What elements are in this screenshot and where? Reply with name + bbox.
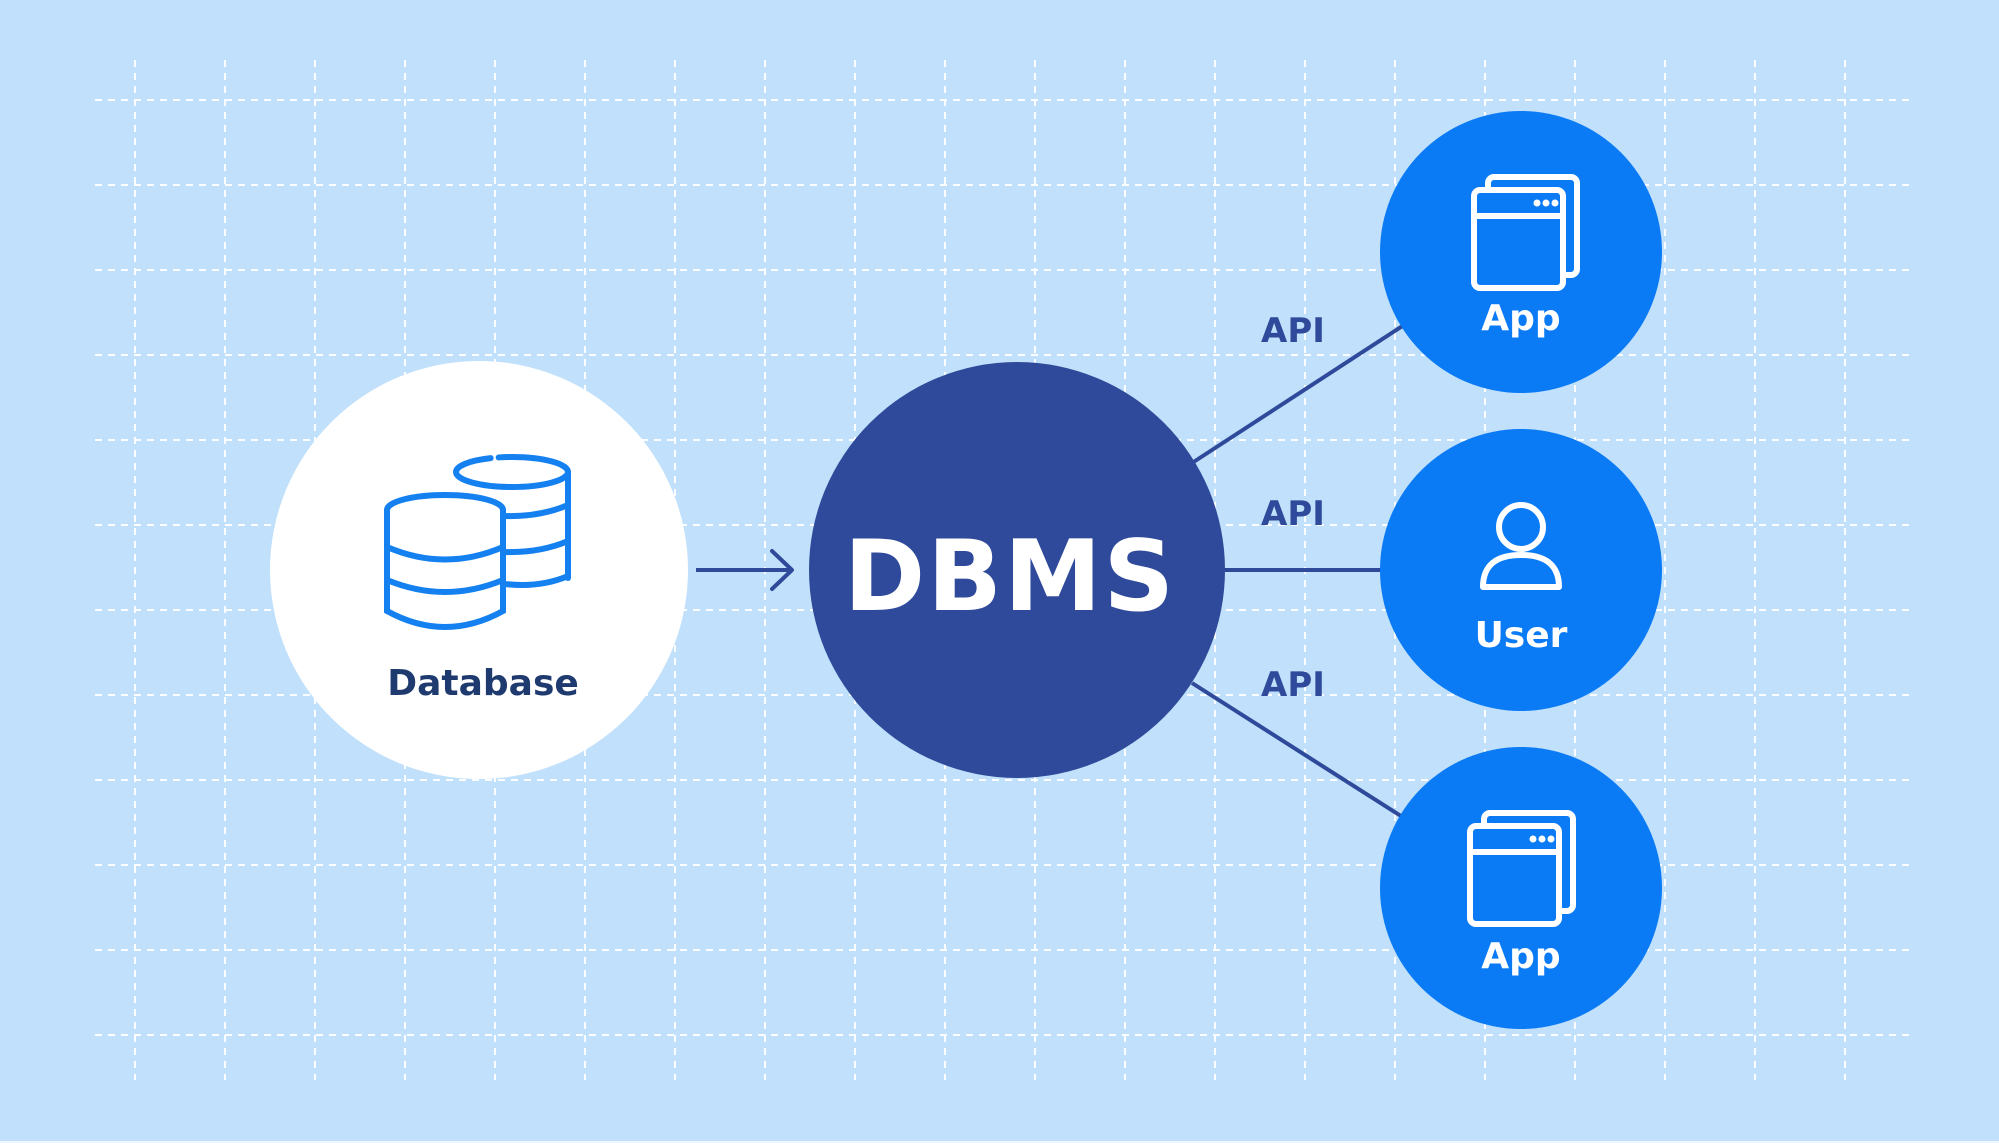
app-windows-icon: [1471, 174, 1580, 291]
api-edge-app-top: [1190, 323, 1406, 465]
database-label: Database: [387, 663, 579, 704]
api-label-user: API: [1261, 494, 1325, 534]
app-top-label: App: [1481, 298, 1561, 339]
user-node: [1380, 429, 1662, 711]
database-stack-icon: [384, 454, 571, 630]
bottom-edge: [0, 1141, 1999, 1143]
api-edge-app-bottom: [1190, 681, 1406, 820]
arrow-database-to-dbms: [696, 549, 794, 591]
api-label-app-bottom: API: [1261, 665, 1325, 705]
app-windows-icon: [1467, 810, 1576, 927]
user-label: User: [1474, 615, 1568, 656]
dbms-label: DBMS: [843, 520, 1177, 634]
user-icon: [1480, 502, 1562, 590]
dbms-node: [809, 362, 1225, 778]
app-bottom-label: App: [1481, 936, 1561, 977]
connectors: [696, 323, 1406, 820]
api-label-app-top: API: [1261, 311, 1325, 351]
